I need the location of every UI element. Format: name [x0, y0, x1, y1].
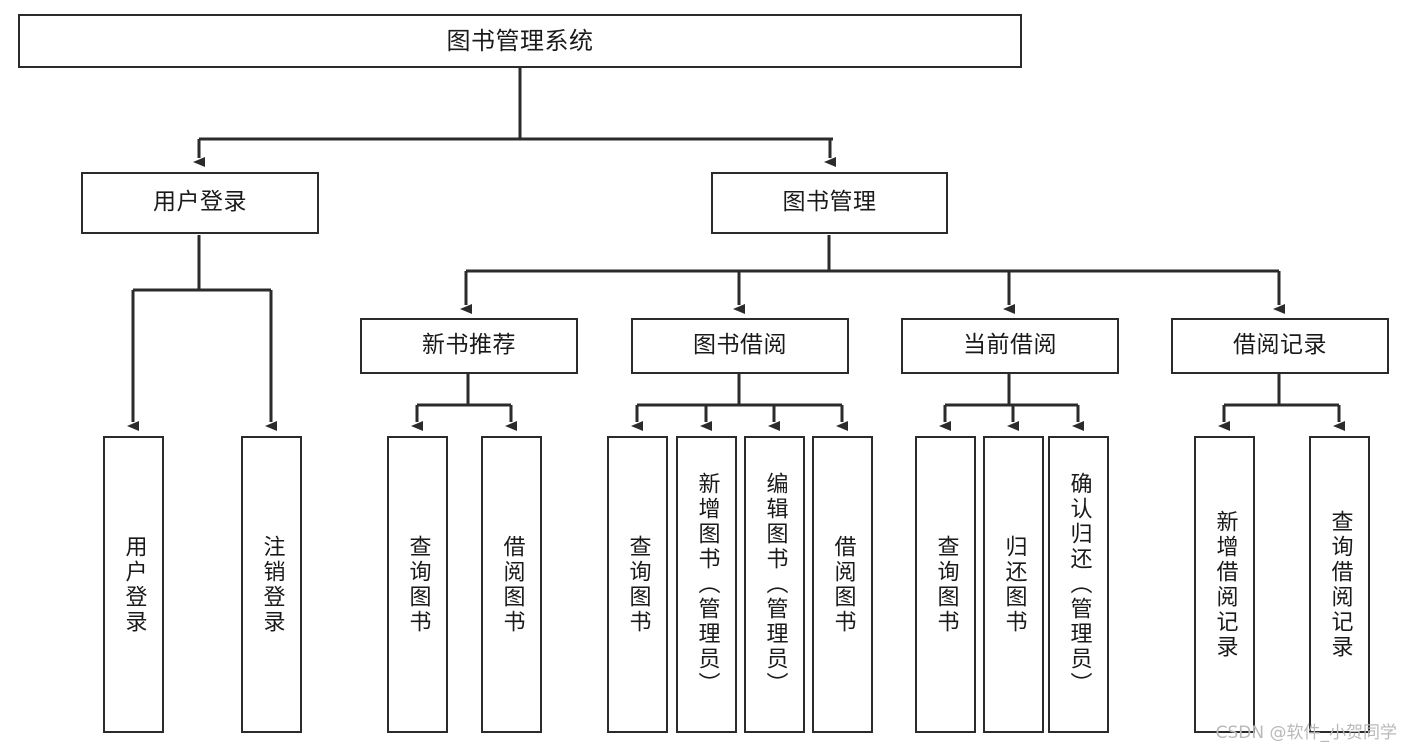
node-leaf-query-book-1[interactable]: 查询图书	[387, 436, 448, 733]
node-leaf-confirm-return-label: 确认归还（管理员）	[1066, 472, 1092, 697]
node-new-book-recommend-label: 新书推荐	[422, 332, 516, 359]
node-root[interactable]: 图书管理系统	[18, 14, 1022, 68]
node-borrow-record[interactable]: 借阅记录	[1171, 318, 1389, 374]
node-leaf-query-book-1-label: 查询图书	[405, 534, 431, 635]
node-leaf-user-login[interactable]: 用户登录	[103, 436, 164, 733]
node-leaf-edit-book-label: 编辑图书（管理员）	[762, 472, 788, 697]
node-leaf-add-book-label: 新增图书（管理员）	[694, 472, 720, 697]
node-leaf-query-record-label: 查询借阅记录	[1327, 509, 1353, 660]
node-leaf-user-login-label: 用户登录	[121, 534, 147, 635]
node-leaf-return-book[interactable]: 归还图书	[983, 436, 1044, 733]
node-current-borrow[interactable]: 当前借阅	[901, 318, 1119, 374]
node-book-management-label: 图书管理	[782, 189, 877, 216]
node-leaf-logout-login[interactable]: 注销登录	[241, 436, 302, 733]
node-leaf-borrow-book-1[interactable]: 借阅图书	[481, 436, 542, 733]
node-book-management[interactable]: 图书管理	[711, 172, 948, 234]
node-leaf-query-record[interactable]: 查询借阅记录	[1309, 436, 1370, 733]
node-borrow-record-label: 借阅记录	[1233, 332, 1327, 359]
node-leaf-borrow-book-2-label: 借阅图书	[830, 534, 856, 635]
node-current-borrow-label: 当前借阅	[963, 332, 1057, 359]
node-leaf-borrow-book-2[interactable]: 借阅图书	[812, 436, 873, 733]
node-leaf-add-record[interactable]: 新增借阅记录	[1194, 436, 1255, 733]
node-book-borrow[interactable]: 图书借阅	[631, 318, 849, 374]
node-leaf-return-book-label: 归还图书	[1001, 534, 1027, 635]
node-leaf-add-record-label: 新增借阅记录	[1212, 509, 1238, 660]
node-leaf-borrow-book-1-label: 借阅图书	[499, 534, 525, 635]
node-leaf-query-book-2-label: 查询图书	[625, 534, 651, 635]
node-leaf-query-book-3-label: 查询图书	[933, 534, 959, 635]
node-user-login[interactable]: 用户登录	[81, 172, 319, 234]
node-leaf-confirm-return[interactable]: 确认归还（管理员）	[1048, 436, 1109, 733]
watermark-text: CSDN @软件_小贺同学	[1215, 723, 1397, 743]
node-leaf-logout-login-label: 注销登录	[259, 534, 285, 635]
node-book-borrow-label: 图书借阅	[693, 332, 787, 359]
node-new-book-recommend[interactable]: 新书推荐	[360, 318, 578, 374]
node-leaf-query-book-3[interactable]: 查询图书	[915, 436, 976, 733]
node-root-label: 图书管理系统	[446, 26, 594, 55]
node-user-login-label: 用户登录	[153, 189, 247, 216]
node-leaf-add-book[interactable]: 新增图书（管理员）	[676, 436, 737, 733]
node-leaf-query-book-2[interactable]: 查询图书	[607, 436, 668, 733]
node-leaf-edit-book[interactable]: 编辑图书（管理员）	[744, 436, 805, 733]
